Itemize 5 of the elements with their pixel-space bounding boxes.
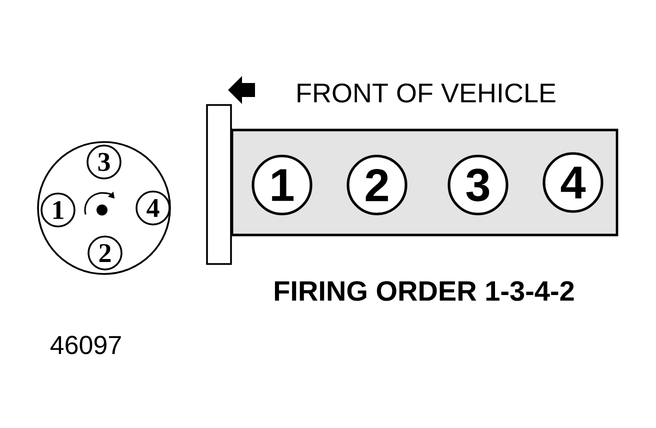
distributor-cap [37,141,171,275]
firing-order-label: FIRING ORDER 1-3-4-2 [274,281,574,301]
flywheel-bar [206,104,232,265]
direction-label: FRONT OF VEHICLE [298,83,556,103]
figure-number: 46097 [50,336,121,354]
